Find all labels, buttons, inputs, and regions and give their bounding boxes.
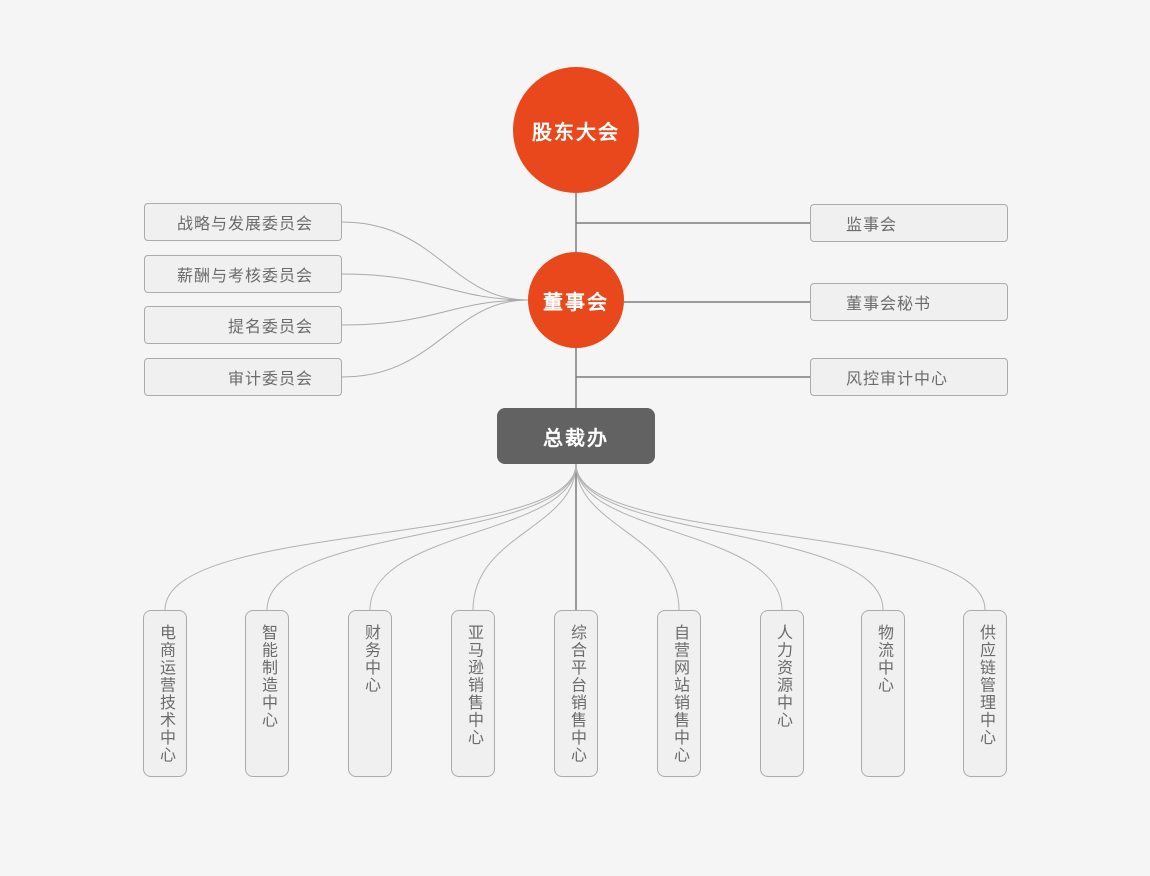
- dept-label: 自营网站销售中心: [671, 624, 688, 764]
- edge-audit-committee: [341, 299, 529, 378]
- dept-label: 亚马逊销售中心: [465, 624, 482, 747]
- edge-dept-7: [575, 463, 783, 611]
- department-branch-curves: [164, 463, 986, 611]
- node-strategy-development-committee[interactable]: 战略与发展委员会: [144, 203, 342, 241]
- edge-dept-3: [369, 463, 577, 611]
- committee-branch-curves: [341, 221, 529, 378]
- node-ecommerce-ops-tech-center[interactable]: 电商运营技术中心: [143, 610, 187, 777]
- node-supervisory-board[interactable]: 监事会: [810, 204, 1008, 242]
- edge-nomination-committee: [341, 299, 529, 326]
- node-president-office[interactable]: 总裁办: [497, 408, 655, 464]
- edge-compensation-committee: [341, 273, 529, 301]
- node-smart-manufacturing-center[interactable]: 智能制造中心: [245, 610, 289, 777]
- edge-dept-2: [266, 463, 577, 611]
- trunk-connectors: [575, 193, 810, 610]
- node-logistics-center[interactable]: 物流中心: [861, 610, 905, 777]
- node-risk-control-audit-center[interactable]: 风控审计中心: [810, 358, 1008, 396]
- node-human-resources-center[interactable]: 人力资源中心: [760, 610, 804, 777]
- node-shareholders-meeting[interactable]: 股东大会: [513, 67, 639, 193]
- node-compensation-assessment-committee[interactable]: 薪酬与考核委员会: [144, 255, 342, 293]
- node-finance-center[interactable]: 财务中心: [348, 610, 392, 777]
- edge-dept-4: [472, 463, 577, 611]
- dept-label: 智能制造中心: [259, 624, 276, 729]
- edge-dept-6: [575, 463, 680, 611]
- dept-label: 供应链管理中心: [977, 624, 994, 747]
- node-board-secretary[interactable]: 董事会秘书: [810, 283, 1008, 321]
- node-board-of-directors[interactable]: 董事会: [528, 252, 624, 348]
- node-nomination-committee[interactable]: 提名委员会: [144, 306, 342, 344]
- dept-label: 物流中心: [875, 624, 892, 694]
- edge-dept-8: [575, 463, 884, 611]
- edge-strategy-committee: [341, 221, 529, 301]
- node-platform-sales-center[interactable]: 综合平台销售中心: [554, 610, 598, 777]
- edge-dept-1: [164, 463, 577, 611]
- node-own-website-sales-center[interactable]: 自营网站销售中心: [657, 610, 701, 777]
- edge-dept-9: [575, 463, 986, 611]
- node-amazon-sales-center[interactable]: 亚马逊销售中心: [451, 610, 495, 777]
- dept-label: 财务中心: [362, 624, 379, 694]
- dept-label: 电商运营技术中心: [157, 624, 174, 764]
- dept-label: 人力资源中心: [774, 624, 791, 729]
- node-supply-chain-management-center[interactable]: 供应链管理中心: [963, 610, 1007, 777]
- dept-label: 综合平台销售中心: [568, 624, 585, 764]
- node-audit-committee[interactable]: 审计委员会: [144, 358, 342, 396]
